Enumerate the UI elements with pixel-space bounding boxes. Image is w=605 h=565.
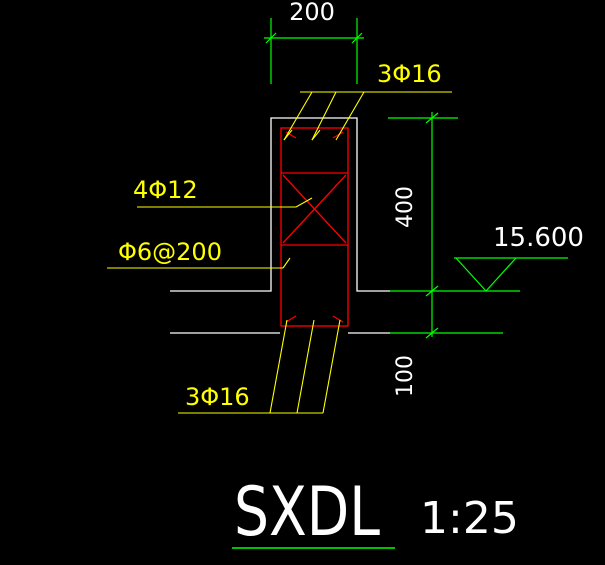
label-bottom-rebar: 3Φ16 [185,383,250,411]
ground-lines [390,290,520,334]
dimension-width-label: 200 [289,0,335,26]
label-stirrup: Φ6@200 [118,238,222,266]
concrete-outline [170,117,390,334]
rebar-cage [280,127,349,327]
dimension-below-label: 100 [393,355,418,397]
elevation-marker [454,257,568,292]
drawing-scale: 1:25 [420,493,519,544]
leader-stirrup [107,257,291,269]
dimension-height-label: 400 [393,186,418,228]
drawing-title: SXDL [234,473,380,552]
dimension-width [264,18,364,84]
leader-side-rebar [137,197,313,208]
elevation-label: 15.600 [493,223,584,253]
leader-bottom-rebar [178,319,341,414]
label-side-rebar: 4Φ12 [133,176,198,204]
dimension-height [388,112,458,339]
label-top-rebar: 3Φ16 [377,60,442,88]
leader-top-rebar [283,91,452,141]
